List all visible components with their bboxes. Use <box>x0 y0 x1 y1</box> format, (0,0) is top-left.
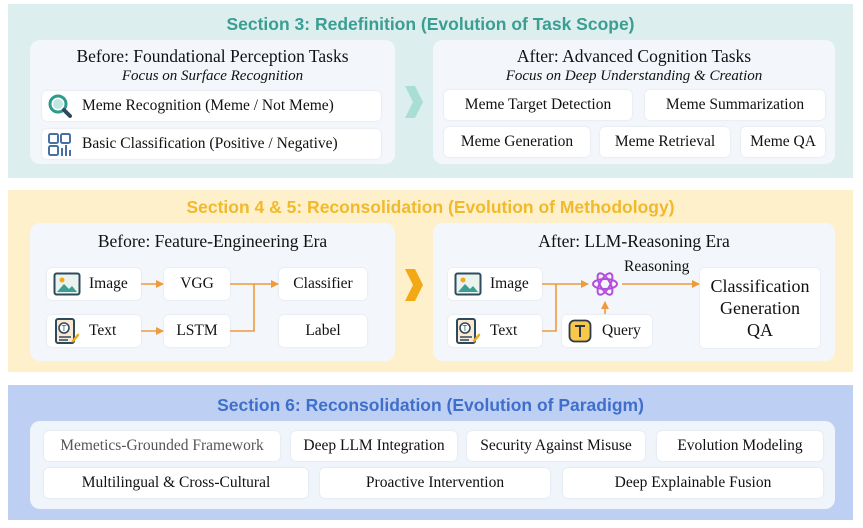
llm-icon <box>592 272 618 296</box>
outputs-box: Classification Generation QA <box>700 268 820 348</box>
before-text-label: Text <box>89 322 117 339</box>
output-generation: Generation <box>720 298 800 318</box>
memetics-grounded-framework-box: Memetics-Grounded Framework <box>44 431 280 461</box>
lstm-label: LSTM <box>176 322 218 339</box>
classifier-box: Classifier <box>279 268 367 300</box>
section6-title: Section 6: Reconsolidation (Evolution of… <box>217 395 644 415</box>
proactive-intervention-box: Proactive Intervention <box>320 468 550 498</box>
section3-after-title: After: Advanced Cognition Tasks <box>516 46 752 66</box>
query-label: Query <box>602 322 641 339</box>
grid-chart-icon <box>48 133 71 156</box>
before-image-label: Image <box>89 275 128 292</box>
section45-after-title: After: LLM-Reasoning Era <box>538 231 730 251</box>
proactive-intervention-label: Proactive Intervention <box>365 474 505 491</box>
section3-title: Section 3: Redefinition (Evolution of Ta… <box>226 14 635 34</box>
text-document-icon: T <box>456 318 481 344</box>
deep-llm-integration-box: Deep LLM Integration <box>291 431 457 461</box>
text-tool-icon <box>568 319 592 343</box>
connector-vgg-lstm <box>230 283 255 332</box>
text-document-icon: T <box>55 318 80 344</box>
section3-after-subtitle: Focus on Deep Understanding & Creation <box>505 68 763 84</box>
meme-retrieval-box: Meme Retrieval <box>600 127 730 157</box>
image-icon <box>53 272 81 296</box>
evolution-modeling-label: Evolution Modeling <box>677 437 803 454</box>
reasoning-label: Reasoning <box>624 258 690 275</box>
meme-target-detection-box: Meme Target Detection <box>444 90 632 120</box>
lstm-box: LSTM <box>164 315 230 347</box>
classifier-label: Classifier <box>293 275 353 292</box>
meme-summarization-box: Meme Summarization <box>645 90 825 120</box>
meme-qa-box: Meme QA <box>741 127 825 157</box>
label-label: Label <box>305 322 341 339</box>
multilingual-cross-cultural-box: Multilingual & Cross-Cultural <box>44 468 308 498</box>
after-image-label: Image <box>490 275 529 292</box>
section3-chevron-icon <box>405 86 423 118</box>
section45-chevron-icon <box>405 269 423 301</box>
evolution-modeling-box: Evolution Modeling <box>657 431 823 461</box>
deep-llm-integration-label: Deep LLM Integration <box>303 437 445 454</box>
basic-classification-box: Basic Classification (Positive / Negativ… <box>42 129 381 159</box>
connector-text-to-llm <box>542 284 557 332</box>
deep-explainable-fusion-box: Deep Explainable Fusion <box>563 468 823 498</box>
section3-before-title: Before: Foundational Perception Tasks <box>76 46 349 66</box>
security-against-misuse-box: Security Against Misuse <box>467 431 645 461</box>
meme-generation-label: Meme Generation <box>460 133 574 150</box>
security-against-misuse-label: Security Against Misuse <box>480 437 632 454</box>
image-icon <box>454 272 482 296</box>
section45-title: Section 4 & 5: Reconsolidation (Evolutio… <box>186 197 675 217</box>
deep-explainable-fusion-label: Deep Explainable Fusion <box>614 474 772 491</box>
meme-generation-box: Meme Generation <box>444 127 590 157</box>
meme-summarization-label: Meme Summarization <box>665 96 805 113</box>
svg-text:T: T <box>62 324 67 333</box>
multilingual-cross-cultural-label: Multilingual & Cross-Cultural <box>81 474 271 491</box>
meme-recognition-label: Meme Recognition (Meme / Not Meme) <box>82 97 334 114</box>
meme-qa-label: Meme QA <box>750 133 816 150</box>
basic-classification-label: Basic Classification (Positive / Negativ… <box>82 135 338 152</box>
meme-recognition-box: Meme Recognition (Meme / Not Meme) <box>42 91 381 121</box>
memetics-grounded-framework-label: Memetics-Grounded Framework <box>60 437 264 454</box>
after-text-label: Text <box>490 322 518 339</box>
label-box: Label <box>279 315 367 347</box>
svg-text:T: T <box>463 324 468 333</box>
magnifier-icon <box>48 94 72 118</box>
output-qa: QA <box>747 320 773 340</box>
meme-retrieval-label: Meme Retrieval <box>614 133 716 150</box>
section3-before-subtitle: Focus on Surface Recognition <box>121 68 304 84</box>
vgg-box: VGG <box>164 268 230 300</box>
output-classification: Classification <box>710 276 810 296</box>
meme-target-detection-label: Meme Target Detection <box>464 96 612 113</box>
section45-before-title: Before: Feature-Engineering Era <box>97 231 328 251</box>
vgg-label: VGG <box>180 275 214 292</box>
